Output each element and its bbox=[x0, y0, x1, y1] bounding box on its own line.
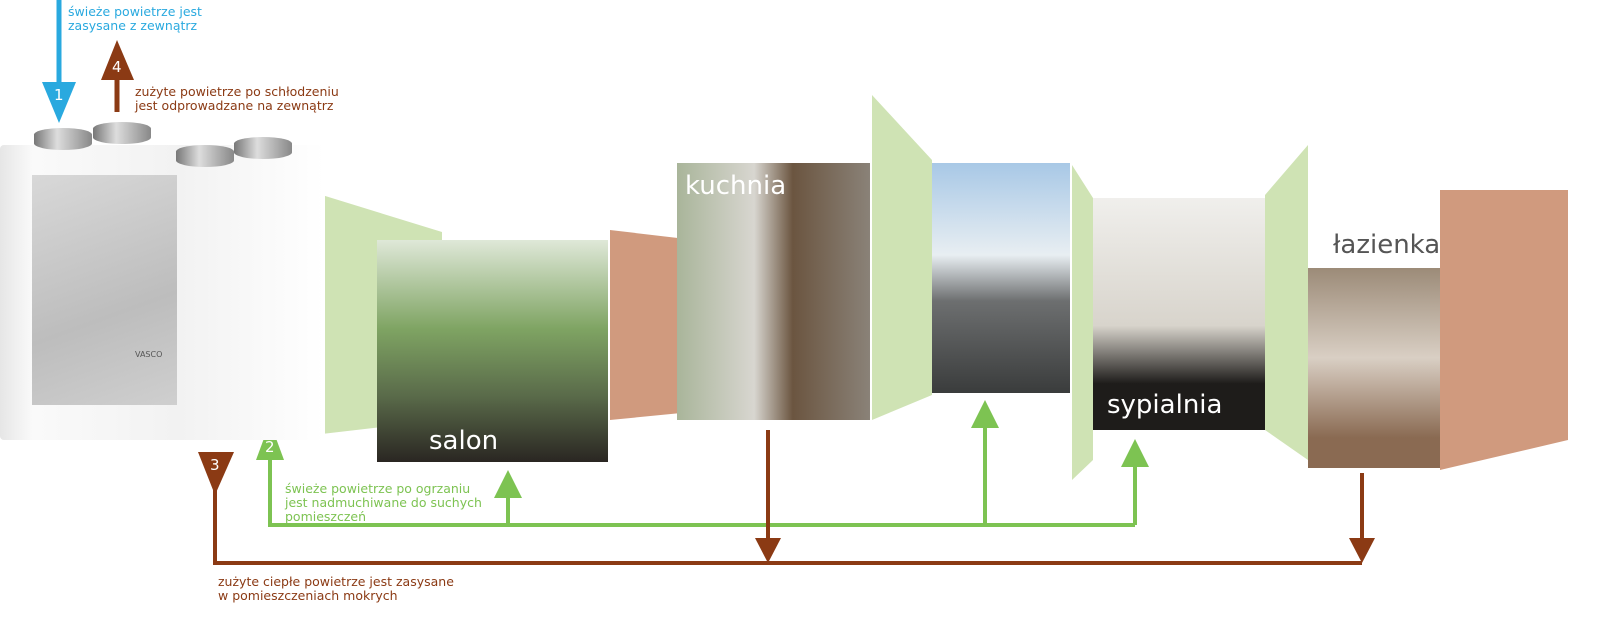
number-2: 2 bbox=[265, 438, 275, 456]
text-line: jest odprowadzane na zewnątrz bbox=[135, 98, 334, 113]
duct-pipe bbox=[234, 137, 292, 159]
photo-salon: salon bbox=[377, 240, 608, 462]
step1-text: świeże powietrze jest zasysane z zewnątr… bbox=[68, 5, 202, 33]
room-label-lazienka: łazienka bbox=[1333, 230, 1441, 260]
step4-text: zużyte powietrze po schłodzeniu jest odp… bbox=[135, 85, 339, 113]
supply-zone-bedroom-left bbox=[1072, 165, 1093, 480]
number-3: 3 bbox=[210, 456, 220, 474]
room-label-kuchnia: kuchnia bbox=[685, 171, 787, 201]
extract-zone-bathroom bbox=[1440, 190, 1568, 470]
photo-window-view bbox=[932, 163, 1070, 393]
supply-zone-kitchen bbox=[872, 95, 932, 420]
duct-pipe bbox=[176, 145, 234, 167]
room-label-sypialnia: sypialnia bbox=[1107, 390, 1223, 420]
text-line: zasysane z zewnątrz bbox=[68, 18, 198, 33]
duct-pipe bbox=[34, 128, 92, 150]
text-line: zużyte powietrze po schłodzeniu bbox=[135, 84, 339, 99]
number-1: 1 bbox=[54, 86, 64, 104]
text-line: świeże powietrze po ogrzaniu bbox=[285, 481, 471, 496]
number-4: 4 bbox=[112, 58, 122, 76]
text-line: zużyte ciepłe powietrze jest zasysane bbox=[218, 574, 454, 589]
step2-text: świeże powietrze po ogrzaniu jest nadmuc… bbox=[285, 482, 495, 524]
step3-text: zużyte ciepłe powietrze jest zasysane w … bbox=[218, 575, 454, 603]
room-label-salon: salon bbox=[429, 426, 499, 456]
photo-kuchnia: kuchnia bbox=[677, 163, 870, 420]
brand-logo: VASCO bbox=[135, 350, 163, 359]
arrow-4 bbox=[101, 40, 134, 80]
arrow-3 bbox=[198, 452, 234, 495]
supply-zone-bedroom-right bbox=[1265, 145, 1308, 460]
photo-sypialnia: sypialnia bbox=[1093, 198, 1265, 430]
front-panel bbox=[32, 175, 177, 405]
duct-pipe bbox=[93, 122, 151, 144]
arrow-2 bbox=[256, 422, 284, 460]
photo-lazienka bbox=[1308, 268, 1440, 468]
recuperator-unit: VASCO bbox=[0, 145, 325, 440]
text-line: pomieszczeń bbox=[285, 509, 367, 524]
text-line: świeże powietrze jest bbox=[68, 4, 202, 19]
text-line: w pomieszczeniach mokrych bbox=[218, 588, 398, 603]
arrow-1 bbox=[42, 82, 76, 123]
text-line: jest nadmuchiwane do suchych bbox=[285, 495, 482, 510]
